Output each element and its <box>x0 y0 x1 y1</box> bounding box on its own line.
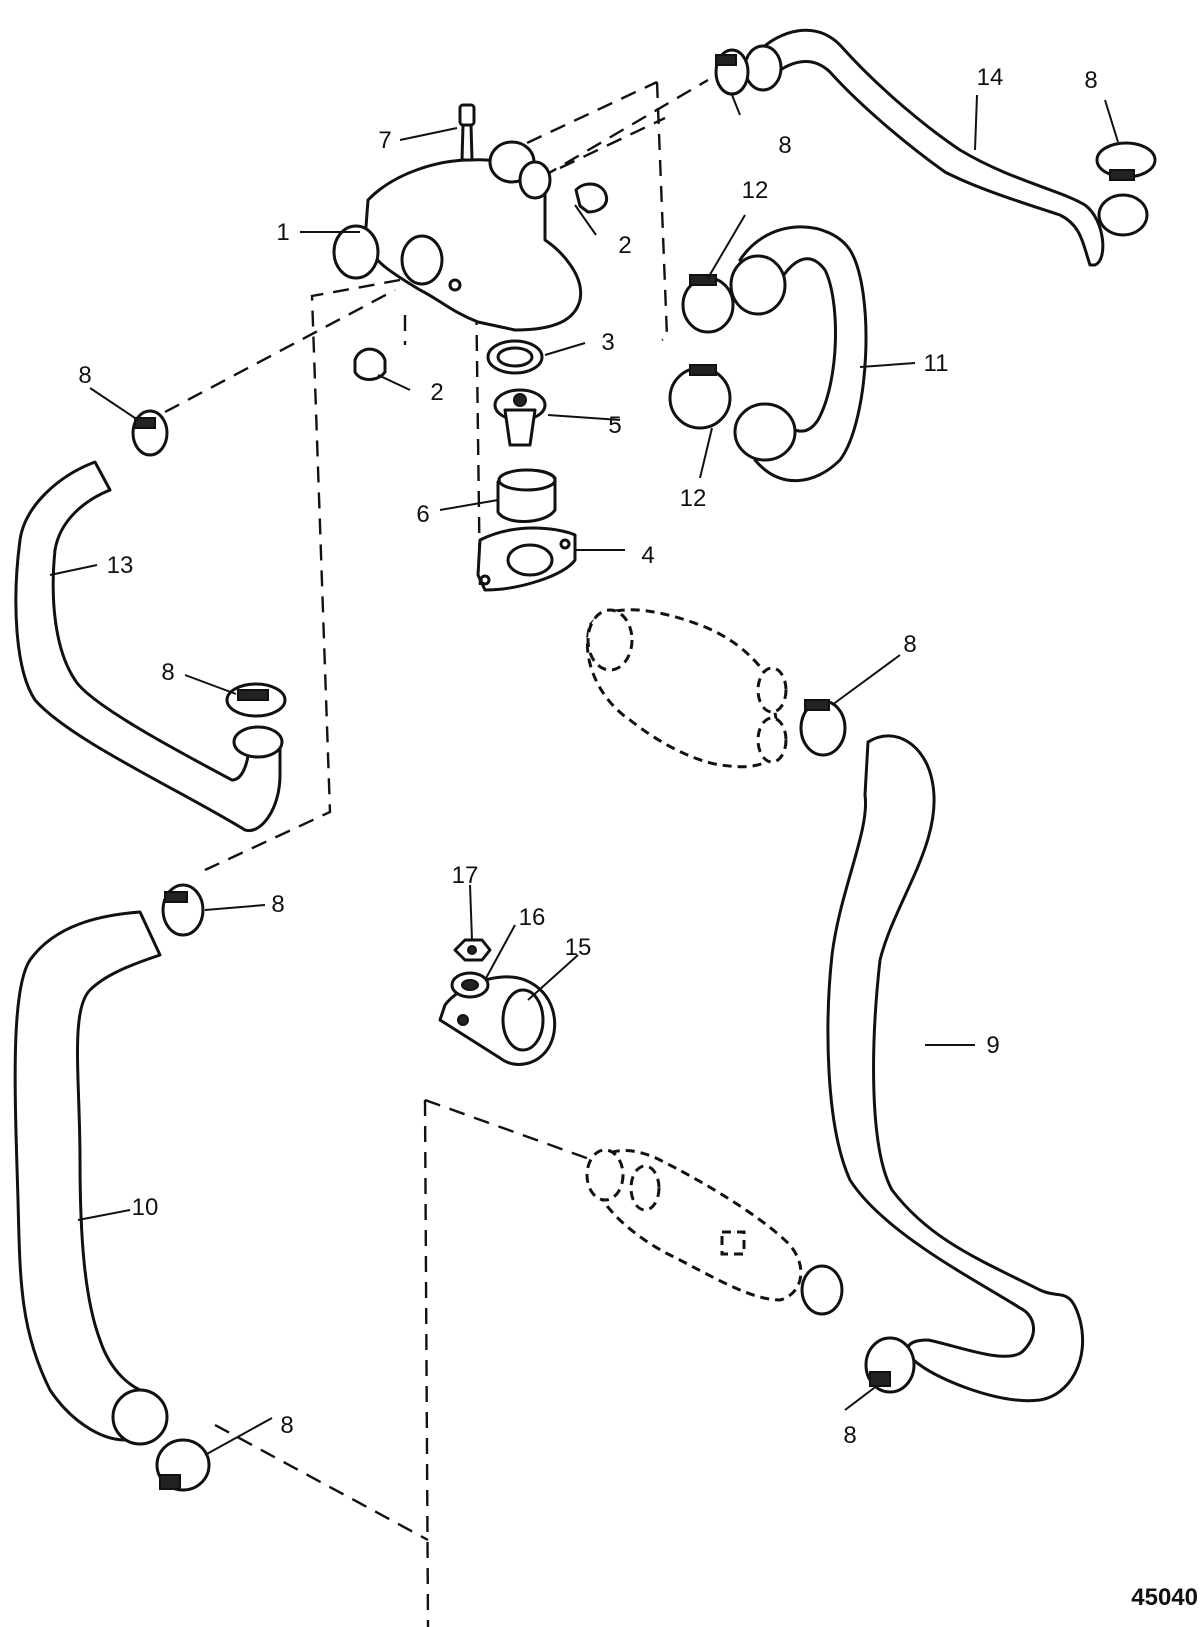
bolt-7 <box>458 103 476 162</box>
callout-8-top-right: 8 <box>1084 67 1097 94</box>
callout-8-left-upper: 8 <box>78 362 91 389</box>
leader-lines <box>49 94 1119 1456</box>
callout-8-bottom-right: 8 <box>843 1422 856 1449</box>
hose-clamp-8-top <box>714 48 750 96</box>
callout-8-left-mid: 8 <box>161 659 174 686</box>
callout-11: 11 <box>924 350 949 377</box>
hose-13 <box>14 460 284 833</box>
callout-13: 13 <box>107 552 134 579</box>
callout-6: 6 <box>416 501 429 528</box>
hose-clamp-8-left-mid <box>225 682 287 718</box>
callout-8-bottom-left: 8 <box>280 1412 293 1439</box>
hose-clamp-8-top-right <box>1095 141 1157 181</box>
nut-17 <box>453 938 492 962</box>
thermostat-housing <box>332 140 583 332</box>
washer-16 <box>450 971 490 999</box>
callout-8-left-lower: 8 <box>271 891 284 918</box>
callout-7: 7 <box>378 127 391 154</box>
callout-2-lower: 2 <box>430 379 443 406</box>
gasket-3 <box>486 339 544 375</box>
hose-clamp-12-lower <box>668 364 732 430</box>
thermostat-5 <box>493 388 547 447</box>
callout-12-upper: 12 <box>742 177 769 204</box>
hose-clamp-8-bottom-left <box>155 1438 211 1492</box>
fuel-cooler-phantom <box>585 1148 844 1316</box>
plug-2-upper <box>574 182 609 214</box>
callout-12-lower: 12 <box>680 485 707 512</box>
p-clip-15 <box>438 975 557 1066</box>
callout-9: 9 <box>986 1032 999 1059</box>
callout-17: 17 <box>452 862 479 889</box>
drawing-number: 45040 <box>1131 1584 1198 1611</box>
callout-2-upper: 2 <box>618 232 631 259</box>
hose-clamp-12-upper <box>681 274 735 334</box>
callout-8-top: 8 <box>778 132 791 159</box>
hose-14 <box>743 28 1149 267</box>
callout-1: 1 <box>276 219 289 246</box>
routing-lines <box>164 78 709 1627</box>
callout-5: 5 <box>608 412 621 439</box>
hose-10 <box>13 910 169 1446</box>
hose-clamp-8-bottom-right <box>864 1336 916 1394</box>
callout-14: 14 <box>977 64 1004 91</box>
hose-9 <box>826 734 1085 1403</box>
sleeve-6 <box>496 468 557 523</box>
callout-16: 16 <box>519 904 546 931</box>
callout-labels: 1 2 2 3 4 5 6 7 8 8 8 8 8 8 8 8 9 10 11 … <box>78 64 1097 1449</box>
callout-8-mid-right: 8 <box>903 631 916 658</box>
plug-2-lower <box>353 347 387 381</box>
hose-11 <box>729 225 868 483</box>
callout-4: 4 <box>641 542 654 569</box>
gasket-4 <box>476 526 577 592</box>
hose-clamp-8-left-lower <box>161 883 205 937</box>
callout-15: 15 <box>565 934 592 961</box>
heat-exchanger-phantom <box>585 608 788 769</box>
callout-10: 10 <box>132 1194 159 1221</box>
hose-clamp-8-left-upper <box>131 409 169 457</box>
hose-clamp-8-mid-right <box>799 699 847 757</box>
callout-3: 3 <box>601 329 614 356</box>
